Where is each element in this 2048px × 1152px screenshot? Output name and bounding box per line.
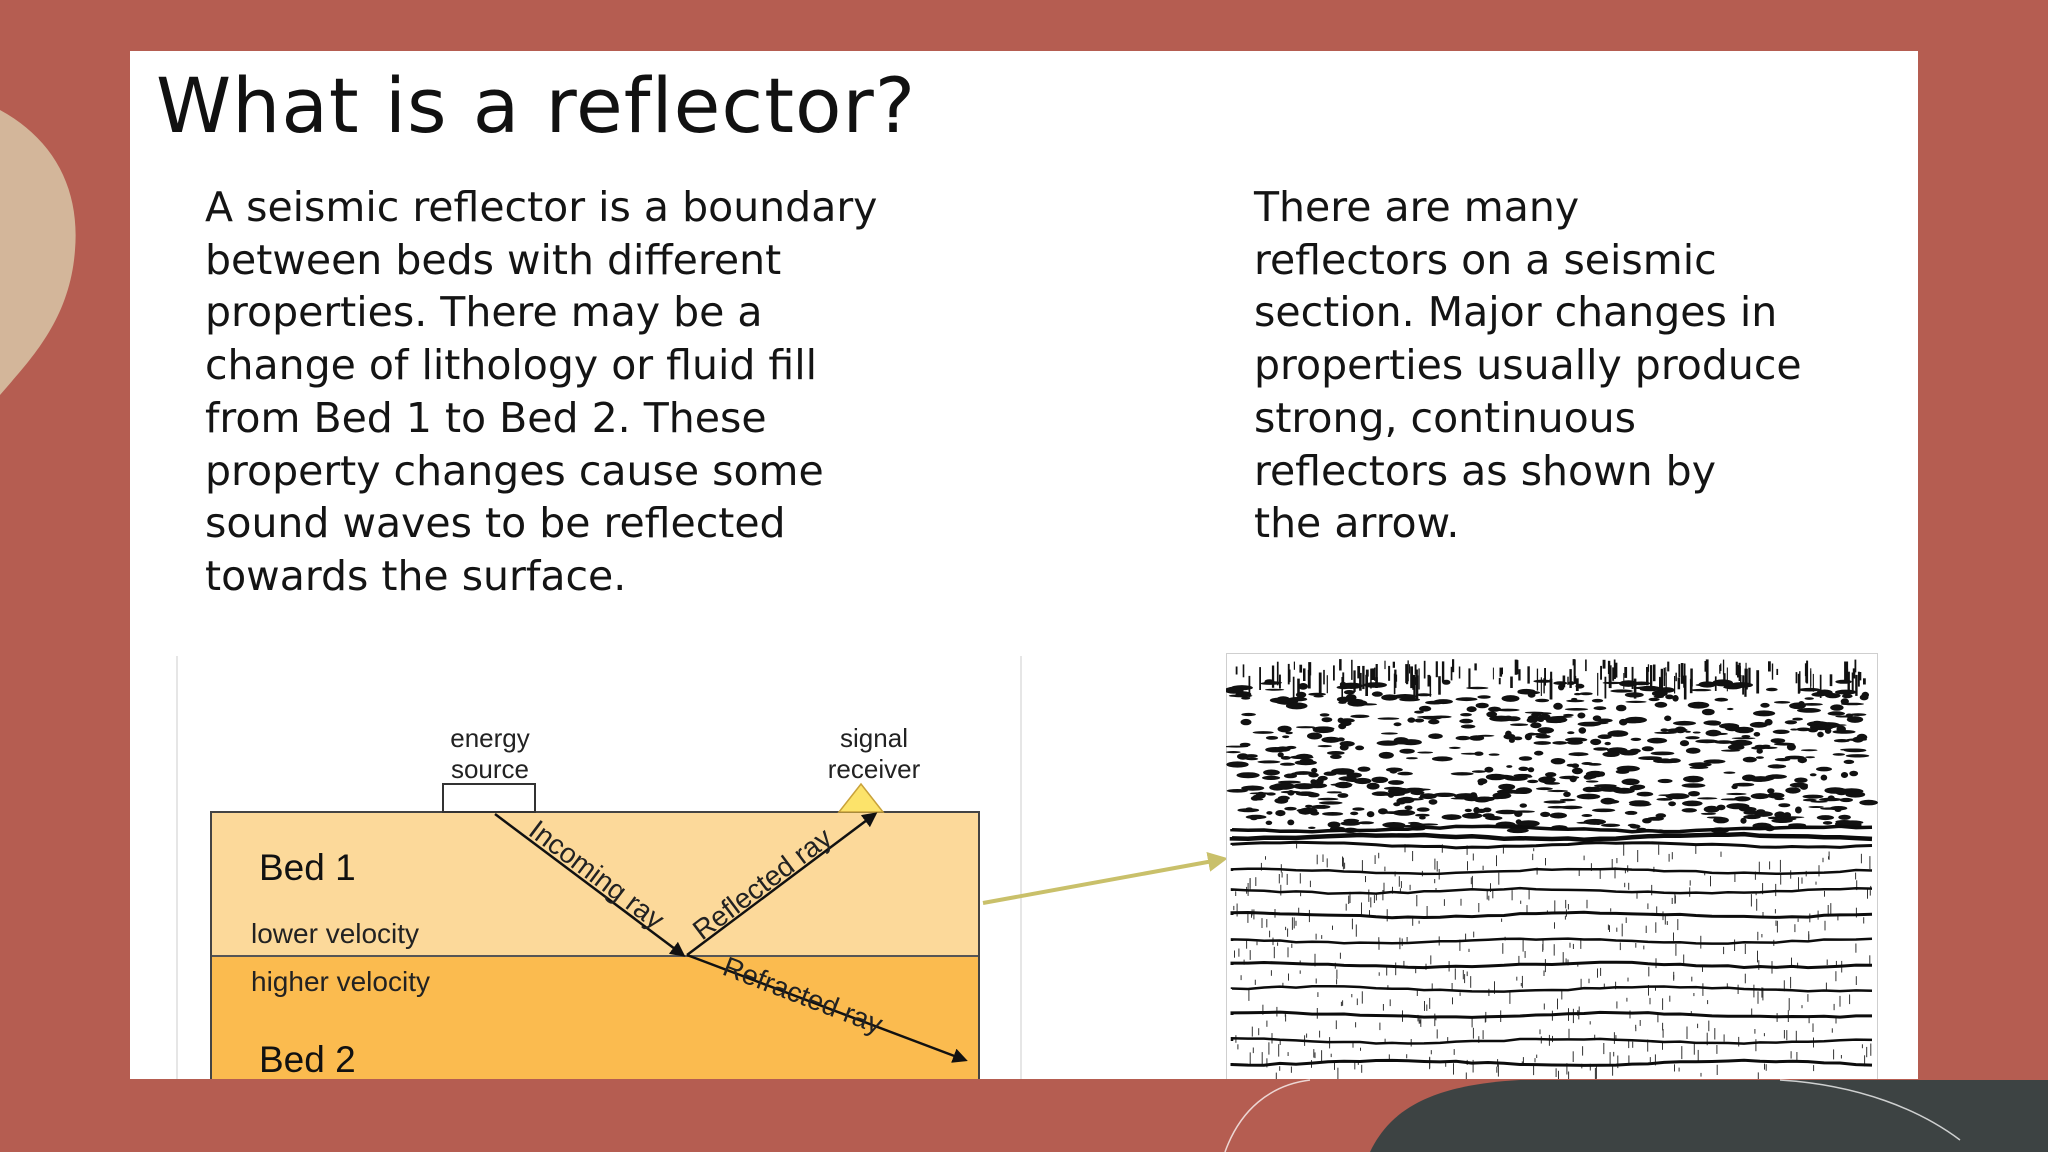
- seismic-section-image: [1226, 653, 1878, 1079]
- bed-2-label: Bed 2: [259, 1039, 356, 1079]
- slide-content: What is a reflector? A seismic reflector…: [130, 51, 1918, 1079]
- reflector-diagram: energy source signal receiver Bed 1 lowe…: [176, 656, 1022, 1079]
- refracted-ray-arrow: [686, 953, 968, 1063]
- slide-title: What is a reflector?: [156, 61, 917, 150]
- bed-1-velocity-label: lower velocity: [251, 918, 419, 949]
- beds-outline: [210, 811, 980, 1079]
- energy-source-box: [442, 783, 536, 813]
- pointer-arrow: [982, 852, 1228, 905]
- dark-corner-shape: [1370, 1080, 2048, 1152]
- connector-overlay: [982, 852, 1228, 905]
- seismic-noise-texture: [1226, 659, 1878, 1079]
- signal-receiver-triangle: [837, 782, 885, 813]
- incoming-ray-arrow: [494, 813, 686, 957]
- beige-blob-shape: [0, 110, 76, 395]
- reflected-ray-arrow: [686, 812, 878, 956]
- right-paragraph: There are many reflectors on a seismic s…: [1254, 183, 1802, 548]
- seismic-reflectors: [1229, 824, 1873, 1067]
- thin-arc-line: [1779, 1079, 1961, 1141]
- left-paragraph: A seismic reflector is a boundary betwee…: [205, 183, 878, 600]
- bed-2-velocity-label: higher velocity: [251, 966, 430, 997]
- energy-source-label: source: [451, 754, 529, 784]
- signal-receiver-label: receiver: [828, 754, 921, 784]
- energy-source-label: energy: [450, 723, 530, 753]
- signal-receiver-label: signal: [840, 723, 908, 753]
- bed-1-label: Bed 1: [259, 847, 356, 888]
- bed-1-layer: [211, 812, 979, 956]
- thin-arc-line: [1224, 1079, 1311, 1152]
